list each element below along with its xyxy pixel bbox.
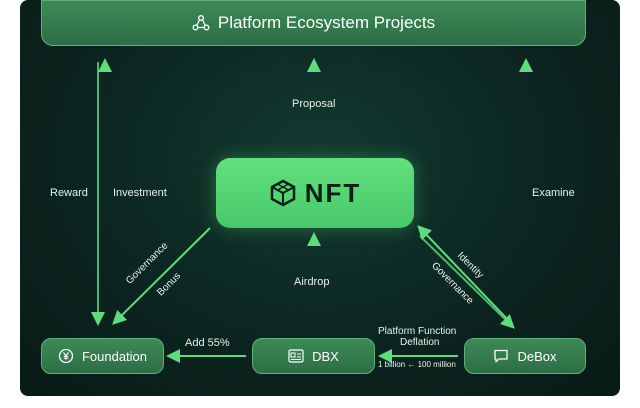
investment-label: Investment xyxy=(113,187,167,199)
connector-arrows xyxy=(91,58,533,363)
examine-label: Examine xyxy=(532,187,575,199)
arrow-nft-to-debox xyxy=(419,235,515,329)
chat-bubble-icon xyxy=(493,349,509,363)
platform-ecosystem-title: Platform Ecosystem Projects xyxy=(217,13,436,32)
arrow-nft-to-foundation xyxy=(112,227,211,325)
foundation-box: Foundation xyxy=(41,338,164,374)
platform-function-label: Platform Function xyxy=(378,326,457,337)
yen-coin-icon xyxy=(58,348,74,364)
proposal-label: Proposal xyxy=(292,98,336,110)
ecosystem-diagram: Platform Ecosystem Projects NFT Foundati… xyxy=(20,0,620,396)
platform-ecosystem-box: Platform Ecosystem Projects xyxy=(41,0,586,46)
debox-box: DeBox xyxy=(464,338,586,374)
id-card-icon xyxy=(288,349,304,363)
network-icon xyxy=(192,14,210,32)
dbx-title: DBX xyxy=(312,348,339,364)
dbx-box: DBX xyxy=(252,338,375,374)
arrow-debox-to-nft xyxy=(417,225,511,323)
debox-title: DeBox xyxy=(517,348,557,364)
billion-label: 1 billion ← 100 million xyxy=(378,360,456,369)
reward-label: Reward xyxy=(50,187,88,199)
cube-logo-icon xyxy=(269,179,297,207)
nft-title: NFT xyxy=(304,177,362,208)
airdrop-label: Airdrop xyxy=(294,276,330,288)
foundation-title: Foundation xyxy=(81,348,148,364)
nft-box: NFT xyxy=(216,158,414,228)
deflation-label: Deflation xyxy=(400,337,440,348)
add-55-label: Add 55% xyxy=(185,337,230,349)
